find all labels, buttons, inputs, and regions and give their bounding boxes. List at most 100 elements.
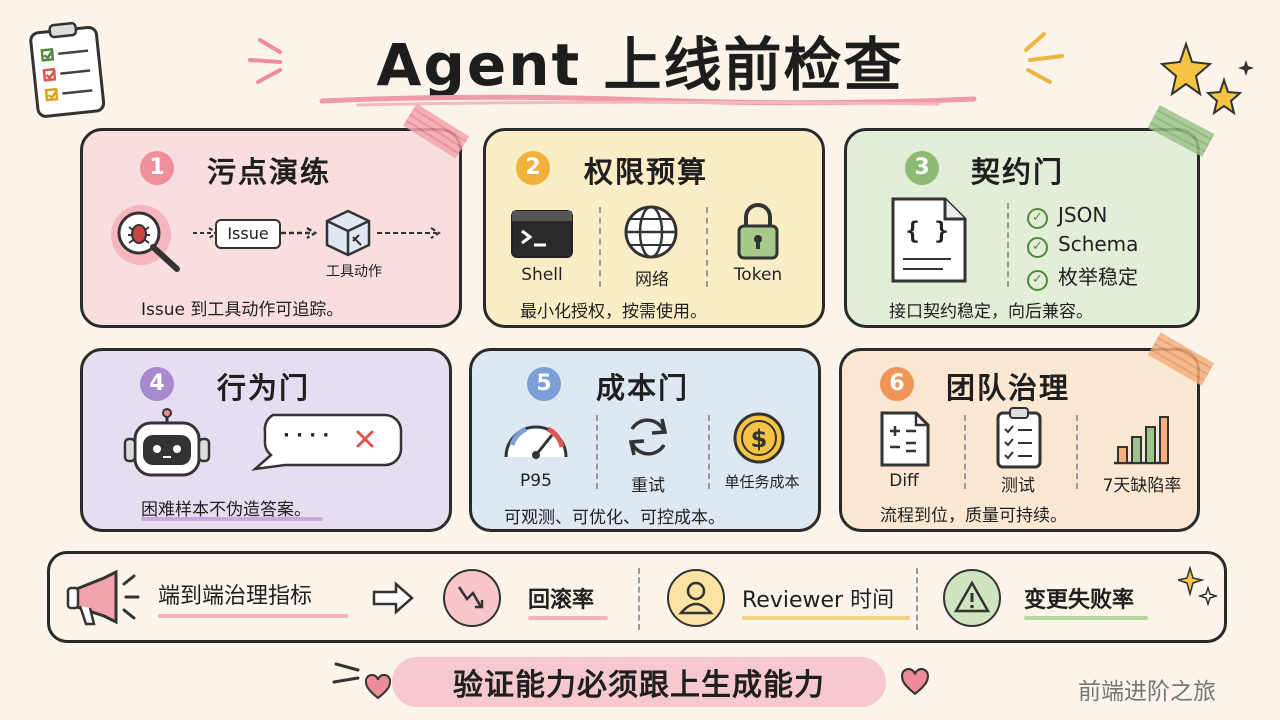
- code-document-icon: [891, 197, 967, 283]
- code-braces: { }: [905, 217, 949, 245]
- card-number: 3: [905, 151, 939, 185]
- washi-tape: [402, 103, 470, 159]
- highlight-underline: [742, 616, 910, 620]
- checklist-clipboard-icon: [996, 407, 1042, 469]
- gauge-icon: [504, 425, 568, 459]
- card-description: Issue 到工具动作可追踪。: [141, 300, 344, 320]
- card-number: 5: [527, 367, 561, 401]
- lock-icon: [737, 203, 779, 260]
- arrow-icon: [377, 227, 441, 239]
- card-title: 污点演练: [207, 155, 332, 189]
- metrics-panel: 端到端治理指标 回滚率 Reviewer 时间 变更失败率: [47, 551, 1227, 643]
- card-description: 最小化授权，按需使用。: [520, 302, 707, 322]
- card-title: 成本门: [596, 371, 690, 405]
- svg-text:$: $: [751, 425, 768, 453]
- check-item: ✓枚举稳定: [1027, 261, 1138, 291]
- divider: [1076, 415, 1078, 489]
- issue-box: Issue: [215, 219, 281, 249]
- diff-document-icon: [880, 411, 930, 467]
- tool-action-label: 工具动作: [326, 264, 382, 280]
- item-label: Diff: [889, 471, 919, 491]
- footer-slogan: 验证能力必须跟上生成能力: [453, 668, 825, 703]
- card-description: 可观测、可优化、可控成本。: [504, 508, 725, 528]
- card-description: 接口契约稳定，向后兼容。: [889, 302, 1093, 322]
- item-label: Shell: [521, 265, 563, 285]
- card-contract-gate: 3 契约门 { } ✓JSON ✓Schema ✓枚举稳定 接口契约稳定，向后兼…: [844, 128, 1200, 328]
- heart-icon: [901, 668, 929, 696]
- item-label: Token: [733, 265, 783, 285]
- divider: [964, 415, 966, 489]
- dollar-coin-icon: $: [733, 412, 785, 464]
- arrow-right-icon: [372, 581, 414, 615]
- item-label: 网络: [635, 270, 669, 290]
- card-permission-budget: 2 权限预算 Shell 网络 Token 最小化授权，按需使用。: [483, 128, 825, 328]
- check-icon: ✓: [1027, 237, 1048, 258]
- item-label: 7天缺陷率: [1102, 476, 1182, 496]
- card-team-governance: 6 团队治理 Diff 测试 7天缺陷率 流程到位，质量可持续。: [839, 348, 1200, 532]
- page-title: Agent 上线前检查: [376, 31, 904, 99]
- bubble-dots: · · · ·: [283, 425, 330, 446]
- rollback-rate-icon: [443, 569, 501, 627]
- card-cost-gate: 5 成本门 P95 重试 $ 单任务成本 可观测、可优化、可控成本。: [469, 348, 821, 532]
- card-number: 1: [140, 151, 174, 185]
- card-number: 2: [516, 151, 550, 185]
- card-description: 困难样本不伪造答案。: [141, 500, 311, 520]
- card-title: 团队治理: [946, 371, 1071, 405]
- check-icon: ✓: [1027, 208, 1048, 229]
- card-description: 流程到位，质量可持续。: [880, 506, 1067, 526]
- card-number: 6: [880, 367, 914, 401]
- metrics-label: 端到端治理指标: [158, 584, 313, 609]
- heart-icon: [364, 674, 392, 700]
- cross-icon: [356, 430, 374, 448]
- metric-label: 回滚率: [528, 588, 595, 613]
- washi-tape: [1147, 332, 1215, 386]
- globe-icon: [624, 205, 678, 259]
- highlight-underline: [141, 517, 323, 521]
- cube-tool-icon: [325, 209, 371, 257]
- card-number: 4: [140, 367, 174, 401]
- divider: [708, 415, 710, 489]
- title-underline: [319, 94, 977, 107]
- speech-bubble: [251, 413, 403, 471]
- item-label: P95: [520, 471, 552, 491]
- reviewer-avatar-icon: [667, 569, 725, 627]
- megaphone-icon: [66, 569, 140, 626]
- highlight-underline: [1024, 616, 1148, 620]
- footer-highlight: [392, 657, 886, 707]
- bug-magnifier-icon: [111, 205, 180, 272]
- sparkle-strokes-right: [1024, 32, 1064, 84]
- arrow-icon: [281, 226, 318, 240]
- highlight-underline: [158, 614, 348, 618]
- item-label: 单任务成本: [724, 473, 800, 491]
- metric-label: 变更失败率: [1024, 588, 1135, 613]
- card-taint-drill: 1 污点演练 Issue 工具动作 Issue 到工具动作可追踪。: [80, 128, 462, 328]
- check-item: ✓Schema: [1027, 232, 1138, 258]
- brand-watermark: 前端进阶之旅: [1078, 679, 1216, 705]
- sparkle-icon: [1178, 565, 1218, 607]
- bar-chart-icon: [1114, 416, 1169, 465]
- washi-tape: [1147, 104, 1215, 158]
- item-label: 重试: [631, 476, 665, 496]
- divider: [916, 568, 918, 630]
- star-icon: [1160, 40, 1254, 116]
- card-behavior-gate: 4 行为门 · · · · 困难样本不伪造答案。: [80, 348, 452, 532]
- card-title: 契约门: [971, 155, 1065, 189]
- divider: [706, 207, 708, 287]
- divider: [599, 207, 601, 287]
- item-label: 测试: [1001, 476, 1035, 496]
- card-title: 权限预算: [584, 155, 709, 189]
- sparkle-strokes-left: [248, 38, 282, 84]
- divider: [596, 415, 598, 489]
- metric-label: Reviewer 时间: [742, 588, 895, 613]
- clipboard-icon: [29, 21, 106, 118]
- card-title: 行为门: [217, 371, 311, 405]
- warning-icon: [943, 569, 1001, 627]
- check-icon: ✓: [1027, 270, 1048, 291]
- divider: [1007, 203, 1009, 287]
- sparkle-strokes-left: [332, 662, 360, 684]
- check-item: ✓JSON: [1027, 203, 1107, 229]
- highlight-underline: [528, 616, 608, 620]
- robot-icon: [123, 408, 211, 477]
- refresh-icon: [628, 418, 668, 456]
- divider: [638, 568, 640, 630]
